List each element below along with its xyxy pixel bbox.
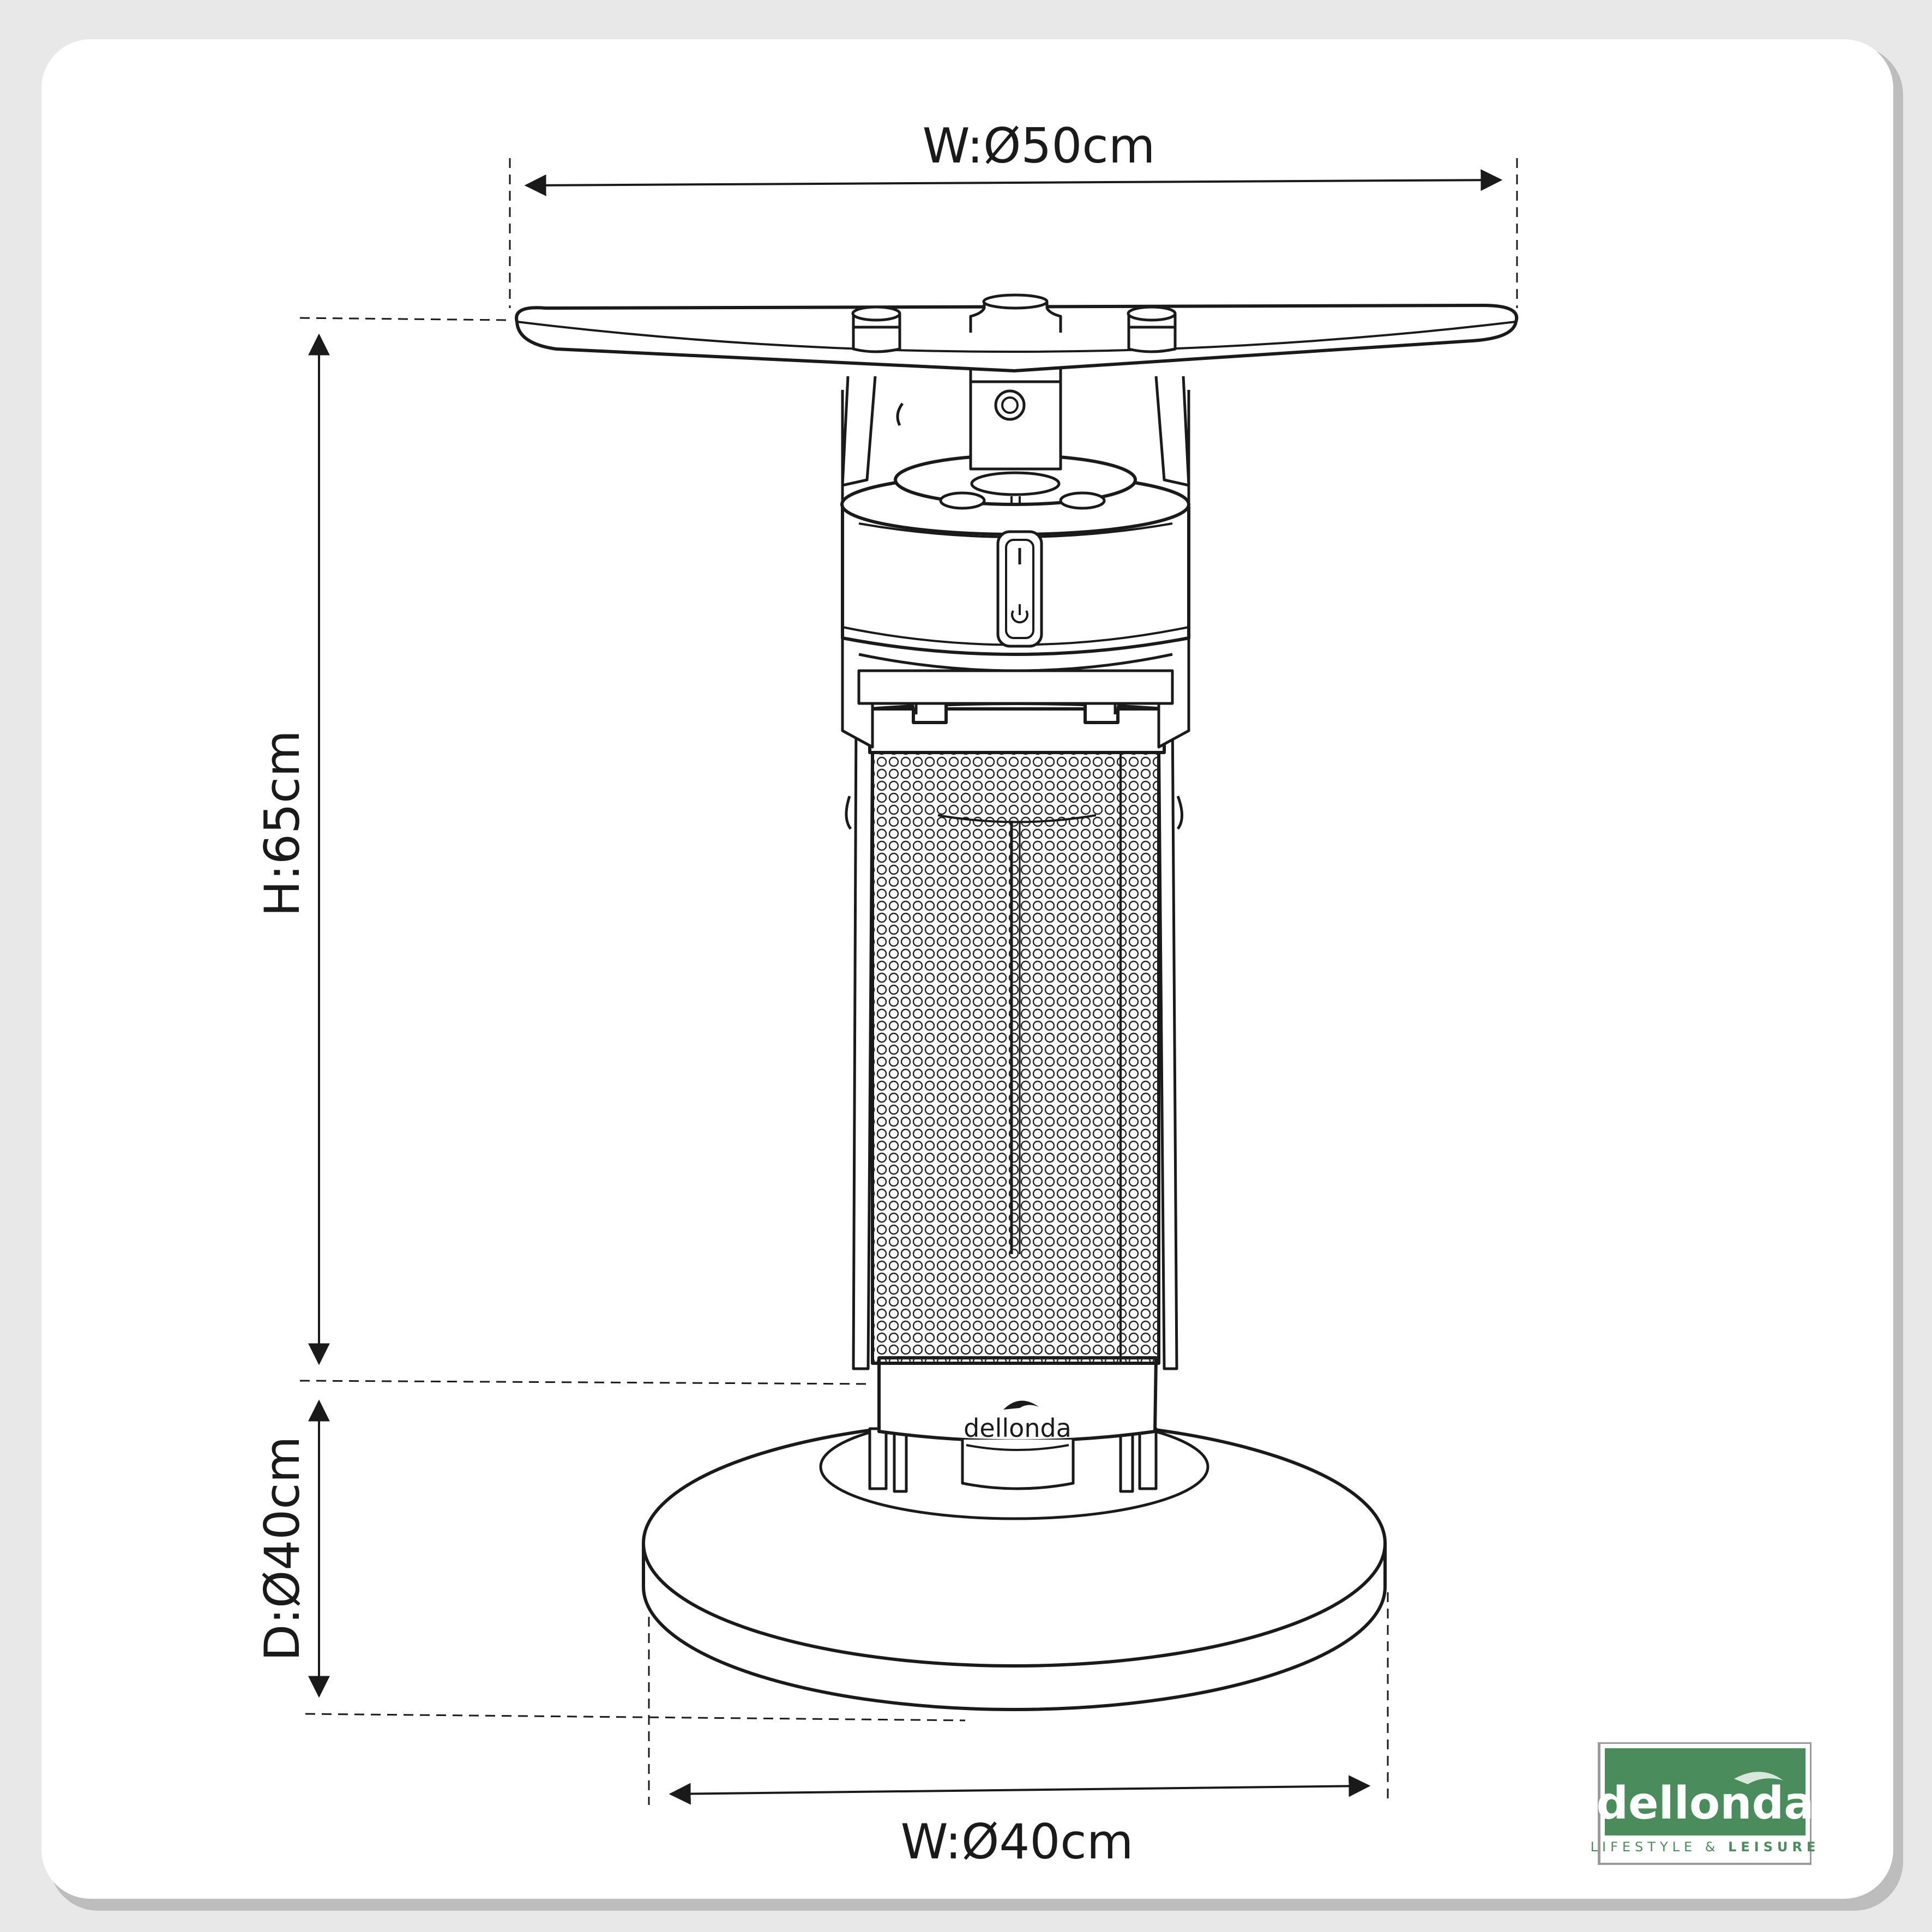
logo-tagline: LIFESTYLE & LEISURE (1591, 1839, 1820, 1855)
logo-green-panel (1605, 1748, 1805, 1835)
power-switch[interactable] (996, 530, 1043, 648)
top-width-label: W:Ø50cm (923, 118, 1155, 174)
height-label: H:65cm (254, 730, 310, 917)
side-rods (845, 714, 1183, 1370)
bottle-holders (851, 293, 1177, 353)
perforated-cylinder (871, 740, 1160, 1365)
logo-tagline-light: LIFESTYLE & (1591, 1839, 1728, 1855)
left-knob[interactable] (939, 491, 986, 510)
product-brand-swoosh (1003, 1400, 1039, 1410)
base-depth-label: D:Ø40cm (254, 1436, 310, 1662)
power-icon (1011, 610, 1028, 624)
product-brand-label: dellonda (964, 1413, 1072, 1443)
logo-brand-text: dellonda (1596, 1778, 1814, 1829)
bottom-collar (877, 1356, 1158, 1490)
top-width-dimension (509, 158, 1518, 308)
base-width-dimension (648, 1592, 1389, 1805)
table-top (515, 304, 1519, 372)
brand-logo: dellonda LIFESTYLE & LEISURE (1591, 1742, 1820, 1865)
height-dimension (299, 317, 873, 1385)
base-depth-dimension (305, 1399, 966, 1722)
control-top (894, 454, 1137, 510)
logo-swoosh-icon (1734, 1772, 1783, 1784)
right-knob[interactable] (1059, 491, 1106, 510)
heater-table-drawing: dellonda (515, 293, 1519, 1711)
logo-tagline-bold: LEISURE (1728, 1839, 1820, 1855)
base-width-label: W:Ø40cm (901, 1814, 1134, 1870)
